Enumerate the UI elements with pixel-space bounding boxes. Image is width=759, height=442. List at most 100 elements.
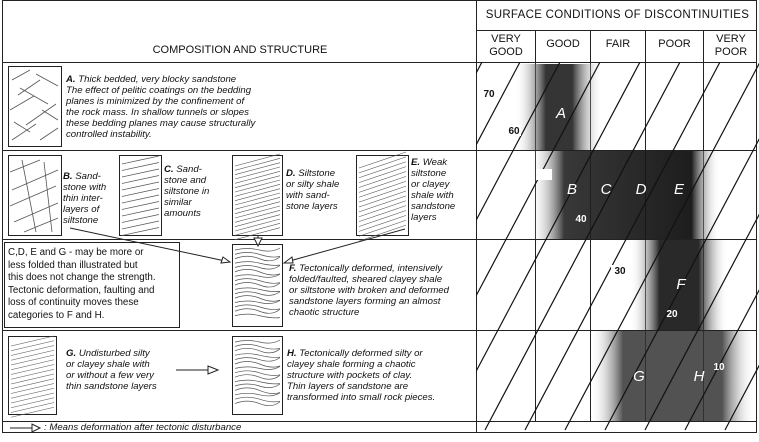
sketch-curve	[234, 347, 281, 354]
sketch-line	[234, 184, 281, 197]
sketch-line	[10, 397, 55, 409]
sketch-line	[10, 402, 55, 413]
sketch-line	[234, 210, 281, 223]
sketch-line	[358, 224, 407, 242]
zone-a-shade	[515, 64, 603, 150]
sketch-line	[358, 176, 407, 193]
rock-sketch-g	[8, 335, 57, 418]
contour-label-bg	[505, 125, 521, 136]
sketch-line	[121, 201, 160, 210]
contour-label: 60	[508, 126, 520, 137]
row-a-description: A. Thick bedded, very blocky sandstone T…	[66, 74, 256, 140]
sketch-line	[234, 205, 281, 219]
sketch-line	[234, 218, 281, 232]
gsi-contour-line	[684, 289, 759, 431]
sketch-line	[358, 219, 407, 237]
sketch-curve	[234, 383, 281, 388]
sketch-line	[10, 349, 55, 361]
sketch-curve	[234, 261, 281, 266]
gsi-contour-line	[476, 62, 641, 373]
sketch-line	[10, 406, 55, 418]
gsi-contour-line	[644, 213, 759, 431]
sketch-line	[234, 227, 281, 240]
note-box	[4, 242, 180, 328]
contour-label-bg	[536, 169, 552, 180]
sketch-line	[10, 359, 55, 371]
rock-sketch-e	[356, 151, 409, 242]
sketch-curve	[234, 374, 281, 380]
sketch-line	[358, 195, 407, 213]
contour-label: 30	[614, 266, 626, 277]
sketch-line	[358, 210, 407, 227]
sketch-line	[234, 162, 281, 175]
gsi-contour-line	[476, 62, 601, 298]
sketch-line	[358, 180, 407, 198]
zone-label: H	[694, 368, 705, 385]
sketch-line	[358, 205, 407, 222]
gsi-contour-line	[524, 62, 721, 431]
sketch-line	[234, 158, 281, 171]
sketch-line	[234, 192, 281, 206]
row-h-description: H. Tectonically deformed silty or clayey…	[287, 348, 436, 403]
gsi-contour-line	[476, 62, 561, 222]
sketch-line	[121, 181, 160, 191]
rock-sketch-h	[232, 336, 283, 415]
sketch-curve	[234, 400, 281, 407]
column-good: GOOD	[546, 38, 580, 50]
zone-label: A	[555, 105, 566, 122]
zone-label: D	[636, 181, 647, 198]
sketch-curve	[234, 353, 281, 358]
contour-label: 20	[666, 309, 678, 320]
gsi-contour-line	[564, 62, 759, 431]
sketch-curve	[234, 313, 281, 319]
sketch-line	[10, 373, 55, 385]
gsi-contour-line	[484, 62, 681, 431]
sketch-line	[121, 162, 160, 171]
sketch-line	[234, 153, 281, 167]
rock-sketch-f	[232, 244, 283, 327]
sketch-line	[121, 220, 160, 230]
sketch-line	[121, 207, 160, 217]
sketch-line	[358, 171, 407, 188]
sketch-line	[358, 156, 407, 174]
rock-sketch-a	[8, 66, 62, 147]
contour-label-bg	[480, 88, 496, 99]
contour-label: 70	[483, 89, 495, 100]
contour-label: 50	[539, 170, 551, 181]
gsi-contour-line	[604, 138, 759, 431]
sketch-curve	[234, 396, 281, 403]
zone-be-shade	[530, 151, 720, 239]
row-g-description: G. Undisturbed silty or clayey shale wit…	[66, 348, 157, 392]
sketch-line	[234, 179, 281, 193]
sketch-curve	[234, 379, 281, 385]
sketch-curve	[234, 366, 281, 370]
sketch-curve	[234, 287, 281, 292]
sketch-line	[10, 364, 55, 375]
sketch-line	[10, 378, 55, 390]
sketch-line	[10, 392, 55, 404]
contour-label: 10	[713, 362, 725, 373]
sketch-curve	[234, 269, 281, 276]
gsi-contour-line	[476, 62, 521, 147]
sketch-curve	[234, 339, 281, 344]
contour-label-bg	[611, 265, 627, 276]
zone-label: G	[633, 368, 645, 385]
sketch-curve	[234, 295, 281, 302]
sketch-line	[121, 168, 160, 178]
sketch-curve	[234, 357, 281, 362]
zone-f-shade	[630, 240, 728, 330]
sketch-line	[358, 161, 407, 179]
rock-sketch-d	[232, 153, 283, 240]
sketch-curve	[234, 344, 281, 350]
sketch-line	[10, 387, 55, 399]
sketch-curve	[234, 308, 281, 314]
sketch-line	[121, 227, 160, 236]
sketch-line	[121, 194, 160, 204]
sketch-line	[234, 188, 281, 201]
sketch-line	[358, 166, 407, 183]
